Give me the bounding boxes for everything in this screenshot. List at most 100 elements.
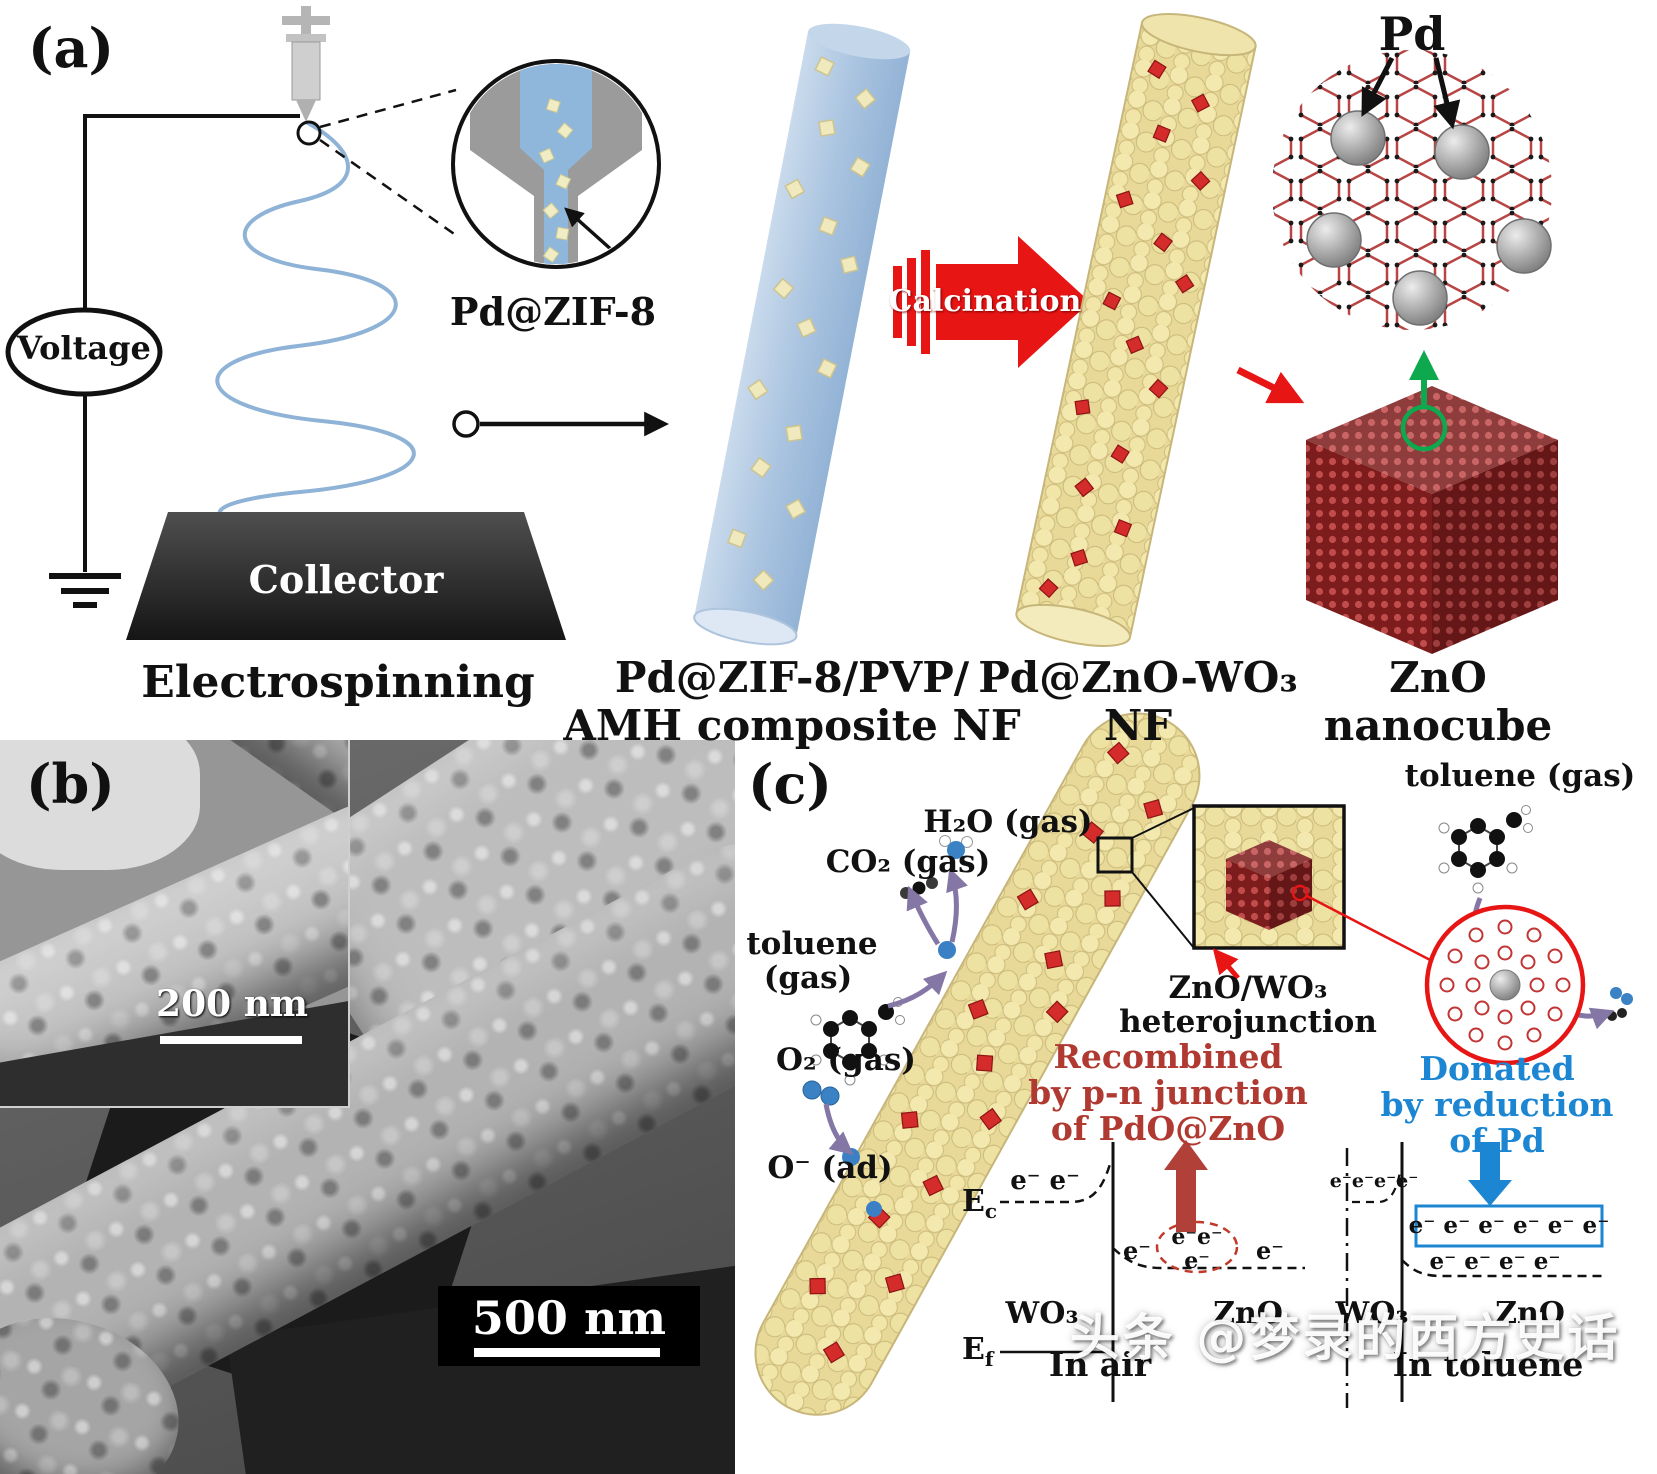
adsorbed-oxygen-sphere — [866, 1201, 882, 1217]
heterojunction-inset — [1096, 804, 1435, 980]
zno-label-left: ZnO — [1213, 1296, 1283, 1331]
pd-sphere — [1489, 969, 1521, 1001]
reaction-site-sphere — [938, 941, 956, 959]
electrons-in-circle-top: e⁻e⁻ — [1171, 1224, 1223, 1250]
wo3-label-left: WO₃ — [1005, 1296, 1079, 1331]
zno-nanocubes-on-sensing-fiber — [809, 741, 1164, 1364]
pd-framework-structure — [1272, 50, 1552, 330]
zif8-particles — [538, 98, 574, 264]
sem-inset — [0, 740, 350, 1108]
band-label-ef: Ef — [962, 1332, 994, 1371]
syringe — [282, 6, 330, 122]
band-diagram-in-air — [1000, 1142, 1305, 1402]
needle-tip-circle — [296, 120, 322, 146]
inset-particle-arrow — [564, 207, 616, 254]
o2-gas-label: O₂ (gas) — [776, 1042, 916, 1078]
o2-molecule — [802, 1080, 840, 1106]
caption-cube-line1: ZnO — [1389, 653, 1487, 702]
electron-right-of-circle: e⁻ — [1256, 1236, 1284, 1265]
ground-symbol — [49, 573, 121, 608]
sensing-nanofiber — [754, 712, 1201, 1416]
caption-fiber2-line1: Pd@ZnO-WO₃ — [978, 653, 1298, 702]
caption-fiber1-line2: AMH composite NF — [563, 701, 1021, 750]
scalebar-500nm-bar — [474, 1348, 660, 1357]
zno-nanocube-3d — [1306, 386, 1558, 654]
pdznowo3-nanofiber — [1015, 13, 1257, 647]
zno-label-right: ZnO — [1495, 1296, 1565, 1331]
donated-text-line1: Donated — [1419, 1049, 1575, 1088]
band-diagram-in-toluene — [1352, 1142, 1604, 1402]
toluene-molecule-left — [810, 997, 905, 1086]
inset-label: Pd@ZIF-8 — [449, 289, 657, 334]
pd-nanoparticle — [1392, 270, 1448, 326]
electrons-right-panel-left: e⁻e⁻e⁻e⁻ — [1329, 1170, 1419, 1192]
recombined-up-arrow — [1164, 1140, 1208, 1232]
callout-dash-bottom — [319, 138, 461, 240]
donated-down-arrow — [1468, 1142, 1512, 1206]
calcination-arrow — [893, 236, 1090, 368]
zno-nanocubes-on-fiber — [1038, 59, 1211, 599]
sem-inset-light-corner — [0, 740, 200, 870]
toluene-left-label-line1: toluene — [746, 926, 878, 962]
heterojunction-label-line2: heterojunction — [1119, 1004, 1377, 1040]
h2o-molecule — [939, 835, 973, 859]
pd-nanoparticle — [1306, 212, 1362, 268]
scalebar-200nm-bar — [160, 1036, 302, 1044]
electrons-in-circle-bottom: e⁻ — [1184, 1248, 1210, 1274]
callout-dash-top — [319, 88, 457, 129]
o-ad-label: O⁻ (ad) — [767, 1150, 893, 1186]
pd-nanoparticle — [1434, 124, 1490, 180]
electrospinning-jet — [215, 120, 416, 527]
electrons-under-box: e⁻ e⁻ e⁻ e⁻ — [1429, 1248, 1561, 1275]
caption-electrospinning: Electrospinning — [141, 657, 535, 708]
green-highlight-circle — [1400, 404, 1448, 452]
recombined-text-line3: of PdO@ZnO — [1050, 1109, 1286, 1148]
panel-b-sem-image — [0, 740, 735, 1474]
toluene-right-label: toluene (gas) — [1404, 758, 1636, 794]
panel-b-label: (b) — [26, 752, 115, 816]
heterojunction-label-arrow — [1212, 948, 1240, 980]
donated-text-line3: of Pd — [1449, 1121, 1545, 1160]
jet-sample-circle — [452, 410, 480, 438]
panel-a-label: (a) — [28, 16, 115, 80]
fiber-to-cube-arrow — [1236, 366, 1305, 404]
caption-fiber1-line1: Pd@ZIF-8/PVP/ — [614, 653, 970, 702]
recombined-text-line1: Recombined — [1053, 1037, 1283, 1076]
inset-nozzle — [470, 64, 642, 264]
electrospinning-setup — [5, 6, 669, 640]
watermark-text: 头条 @梦录的西方史话 — [1069, 1309, 1621, 1367]
pd-pointer-arrow-right — [1433, 57, 1461, 130]
electrons-in-box: e⁻ e⁻ e⁻ e⁻ e⁻ e⁻ — [1408, 1212, 1610, 1239]
caption-fiber2-line2: NF — [1103, 701, 1173, 750]
calcination-label: Calcination — [888, 284, 1082, 319]
recombination-circle — [1155, 1220, 1239, 1274]
pd-reduction-circle — [1424, 904, 1586, 1066]
link-to-pd-circle — [1306, 894, 1435, 964]
in-air-label: In air — [1048, 1345, 1152, 1384]
voltage-label: Voltage — [17, 329, 151, 367]
zoom-source-box — [1096, 836, 1134, 874]
pd-nanoparticle — [1496, 218, 1552, 274]
caption-cube-line2: nanocube — [1323, 701, 1553, 750]
co2-molecule — [900, 877, 938, 899]
product-molecules — [1607, 987, 1633, 1021]
pd-pointer-arrow-left — [1361, 56, 1395, 117]
pd-label: Pd — [1378, 7, 1446, 61]
h2o-gas-label: H₂O (gas) — [923, 804, 1093, 840]
scalebar-200nm-label: 200 nm — [156, 983, 308, 1025]
toluene-molecule-right — [1438, 805, 1533, 894]
collector-label: Collector — [248, 557, 444, 602]
band-label-ec: Ec — [962, 1184, 998, 1223]
wo3-label-right: WO₃ — [1335, 1296, 1409, 1331]
donated-electrons-box — [1414, 1204, 1604, 1248]
wire-top — [83, 114, 300, 312]
panel-c-label: (c) — [748, 752, 832, 816]
electrons-above-ec: e⁻ e⁻ — [1010, 1166, 1080, 1196]
in-toluene-label: In toluene — [1392, 1345, 1584, 1384]
collector-plate — [126, 512, 566, 640]
toluene-left-label-line2: (gas) — [763, 960, 853, 996]
recombined-text-line2: by p-n junction — [1028, 1073, 1308, 1112]
composite-nanofiber-blue — [693, 23, 911, 646]
